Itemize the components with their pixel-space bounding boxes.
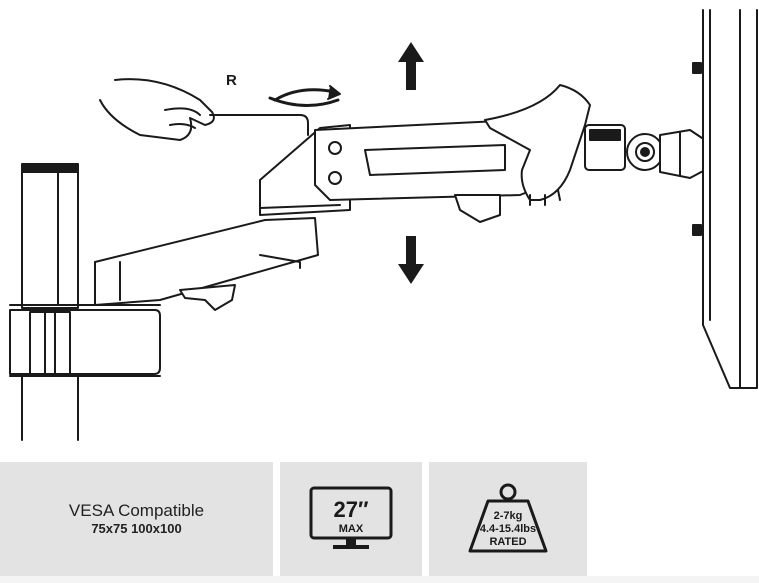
vesa-title: VESA Compatible	[68, 501, 205, 520]
monitor-icon: 27″ MAX	[309, 486, 393, 549]
left-hand	[99, 78, 215, 141]
rotate-icon	[268, 85, 341, 108]
screen-size-value: 27″	[333, 497, 368, 522]
screen-size-badge: 27″ MAX	[280, 462, 422, 576]
weight-icon: 2-7kg 4.4-15.4lbs RATED	[468, 483, 548, 553]
weight-badge: 2-7kg 4.4-15.4lbs RATED	[429, 462, 587, 576]
pole-clamp	[9, 304, 161, 377]
weight-rated: RATED	[489, 536, 526, 548]
screen-size-label: MAX	[339, 523, 364, 535]
arrow-down-icon	[398, 236, 424, 284]
vesa-badge: VESA Compatible 75x75 100x100	[0, 462, 273, 576]
vesa-sizes: 75x75 100x100	[91, 521, 182, 536]
monitor-arm-illustration: R	[9, 9, 758, 441]
lower-arm	[94, 217, 319, 311]
footer-strip	[0, 576, 759, 583]
tilt-head	[584, 124, 706, 179]
right-hand	[484, 84, 591, 206]
monitor	[692, 9, 758, 389]
rotation-label: R	[226, 72, 237, 89]
rotation-handle	[209, 114, 309, 136]
weight-kg: 2-7kg	[494, 510, 523, 522]
weight-lbs: 4.4-15.4lbs	[480, 523, 536, 535]
pole	[21, 163, 79, 441]
arrow-up-icon	[398, 42, 424, 90]
